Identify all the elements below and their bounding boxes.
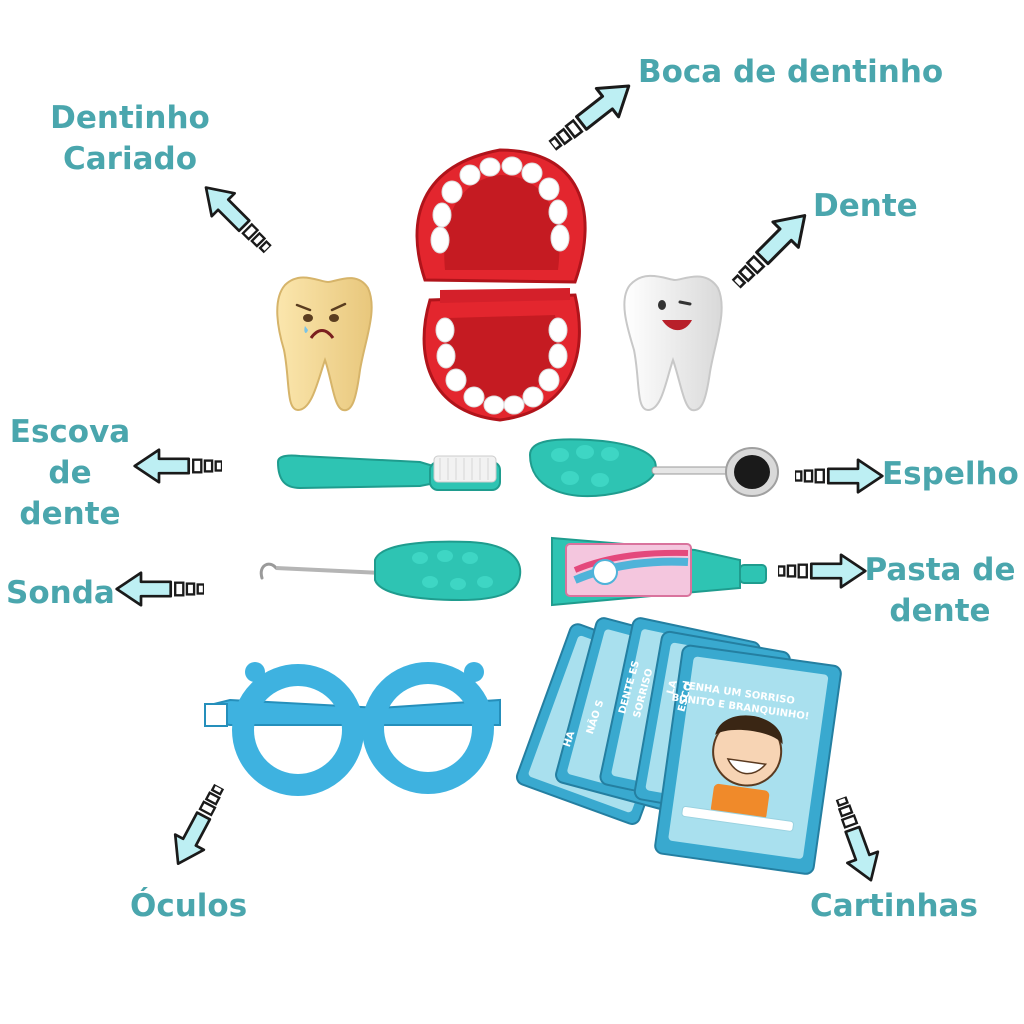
dental-probe xyxy=(259,540,522,602)
label-sonda: Sonda xyxy=(6,575,115,611)
label-pasta-de-dente: Pasta de dente xyxy=(862,550,1018,632)
label-espelho: Espelho xyxy=(882,456,1019,492)
arrow-pasta xyxy=(778,553,867,589)
happy-tooth xyxy=(623,274,723,412)
toothbrush xyxy=(276,454,501,491)
card-5-text-1: HA xyxy=(562,730,578,749)
label-escova-line-1: Escova xyxy=(9,414,131,450)
label-pasta-line-1: Pasta de xyxy=(864,552,1016,588)
arrow-escova xyxy=(133,448,222,484)
label-escova-de-dente: Escova de dente xyxy=(0,412,140,535)
label-pasta-line-2: dente xyxy=(889,593,991,629)
arrow-dente xyxy=(722,201,819,299)
toy-glasses xyxy=(204,662,501,796)
label-cartinhas: Cartinhas xyxy=(810,888,978,924)
label-boca-de-dentinho: Boca de dentinho xyxy=(638,54,944,90)
label-escova-line-2: de xyxy=(48,455,92,491)
label-dentinho-line-2: Cariado xyxy=(63,141,197,177)
label-dentinho-cariado: Dentinho Cariado xyxy=(40,98,220,180)
label-escova-line-3: dente xyxy=(19,496,121,532)
arrow-oculos xyxy=(162,778,235,873)
arrow-sonda xyxy=(115,571,204,607)
toothpaste-tube xyxy=(551,536,767,607)
label-dentinho-line-1: Dentinho xyxy=(50,100,210,136)
mouth-model xyxy=(415,148,587,422)
label-dente: Dente xyxy=(813,188,918,224)
cavity-tooth xyxy=(276,276,373,412)
label-oculos: Óculos xyxy=(130,888,248,924)
arrow-cartinhas xyxy=(824,792,888,888)
dental-mirror xyxy=(528,438,779,498)
arrow-dentinho-cariado xyxy=(193,174,281,262)
card-3-text-1: LA xyxy=(665,679,679,696)
arrow-espelho xyxy=(795,458,884,494)
card-stack xyxy=(515,617,842,875)
arrow-boca xyxy=(540,70,642,162)
